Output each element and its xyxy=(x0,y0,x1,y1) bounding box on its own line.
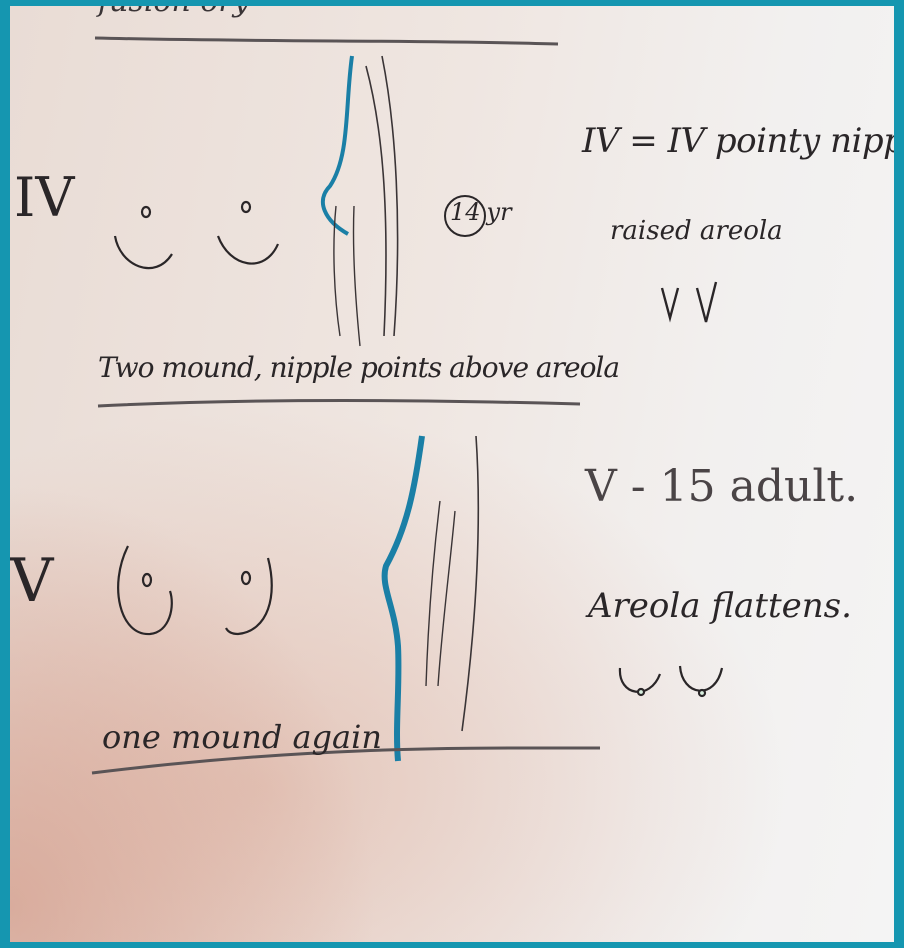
sketch-drawings xyxy=(91,36,724,775)
stage-iv-caption: Two mound, nipple points above areola xyxy=(98,351,620,384)
iv-underline xyxy=(97,399,581,408)
stage-v-caption: one mound again xyxy=(102,718,382,756)
stage-iv-sketch xyxy=(113,200,280,270)
note-v-heading: V - 15 adult. xyxy=(585,461,859,512)
stage-v-sketch xyxy=(117,545,273,636)
stage-iv-age-value: 14 xyxy=(450,198,481,226)
note-iv-shapes xyxy=(660,281,718,323)
v-underline xyxy=(91,746,601,775)
note-iv-heading: IV = IV pointy nipple xyxy=(582,121,894,161)
top-text: fusion ory xyxy=(98,6,250,19)
age-circle xyxy=(444,195,486,237)
note-v-sub: Areola flattens. xyxy=(588,586,852,626)
stage-iv-age-unit: yr xyxy=(486,198,512,226)
stage-iv-profile xyxy=(320,55,399,347)
stage-v-profile xyxy=(381,435,480,762)
stage-v-numeral: V xyxy=(10,546,54,616)
top-underline xyxy=(94,36,559,46)
note-iv-sub: raised areola xyxy=(610,216,783,246)
stage-iv-numeral: IV xyxy=(14,166,75,229)
note-v-shapes xyxy=(618,665,724,698)
